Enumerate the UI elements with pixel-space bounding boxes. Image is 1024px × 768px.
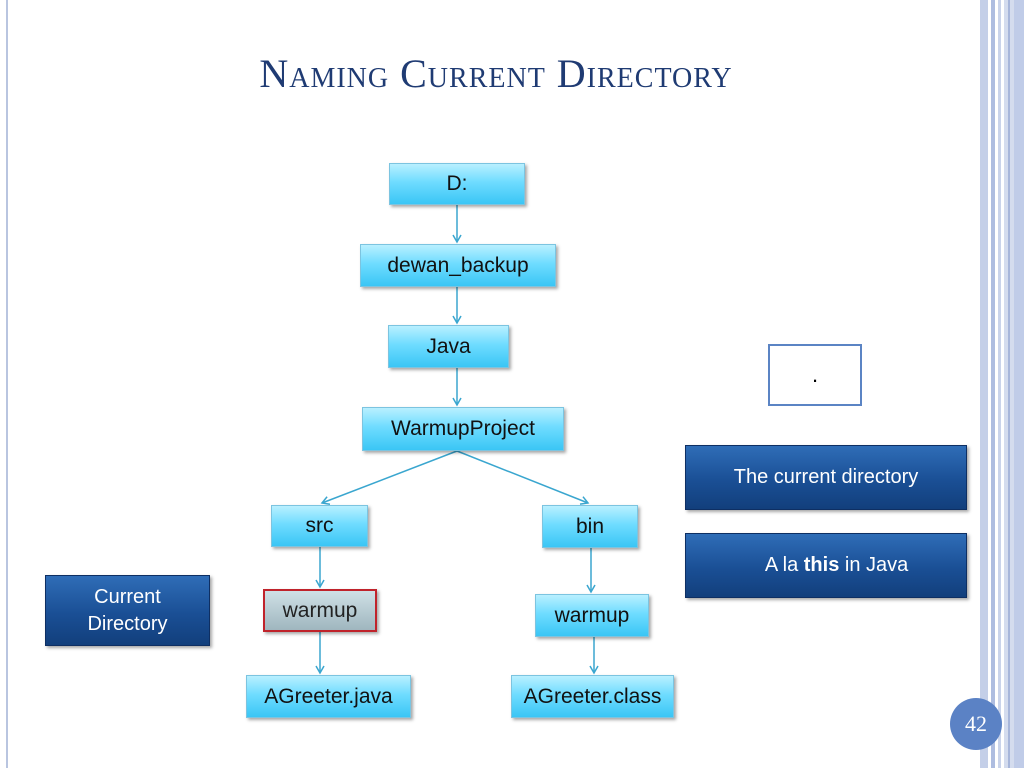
- tree-node-warmup-bin: warmup: [535, 594, 649, 637]
- current-directory-text: Current Directory: [87, 585, 168, 635]
- explanation-this-in-java: A la this in Java: [685, 533, 967, 598]
- explanation-line2-prefix: A la: [764, 554, 804, 576]
- page-number: 42: [965, 711, 987, 736]
- tree-node-dewan-backup: dewan_backup: [360, 244, 556, 287]
- slide-frame-left: [6, 0, 8, 768]
- tree-node-agreeter-class: AGreeter.class: [511, 675, 674, 718]
- tree-node-root: D:: [389, 163, 525, 205]
- slide-frame-bar: [1014, 0, 1024, 768]
- explanation-line2-bold: this: [803, 554, 840, 576]
- slide-frame-bar: [1008, 0, 1010, 768]
- slide-frame-bar: [991, 0, 995, 768]
- page-number-badge: 42: [950, 698, 1002, 750]
- connector-warmupproject-to-bin: [456, 450, 590, 505]
- explanation-line1: The current directory: [733, 466, 919, 488]
- slide-frame-bar: [998, 0, 1001, 768]
- tree-node-warmupproject: WarmupProject: [362, 407, 564, 451]
- tree-node-bin: bin: [542, 505, 638, 548]
- dot-symbol: .: [811, 362, 819, 387]
- tree-node-src: src: [271, 505, 368, 547]
- tree-node-java: Java: [388, 325, 509, 368]
- explanation-current-directory: The current directory: [685, 445, 967, 510]
- current-directory-label: Current Directory: [45, 575, 210, 646]
- tree-node-agreeter-java: AGreeter.java: [246, 675, 411, 718]
- dot-symbol-box: .: [768, 344, 862, 406]
- explanation-line2-suffix: in Java: [839, 554, 909, 576]
- tree-node-warmup-current: warmup: [263, 589, 377, 632]
- connector-warmupproject-to-src: [320, 450, 458, 505]
- slide-title: Naming Current Directory: [259, 51, 733, 96]
- slide-frame-bar: [980, 0, 988, 768]
